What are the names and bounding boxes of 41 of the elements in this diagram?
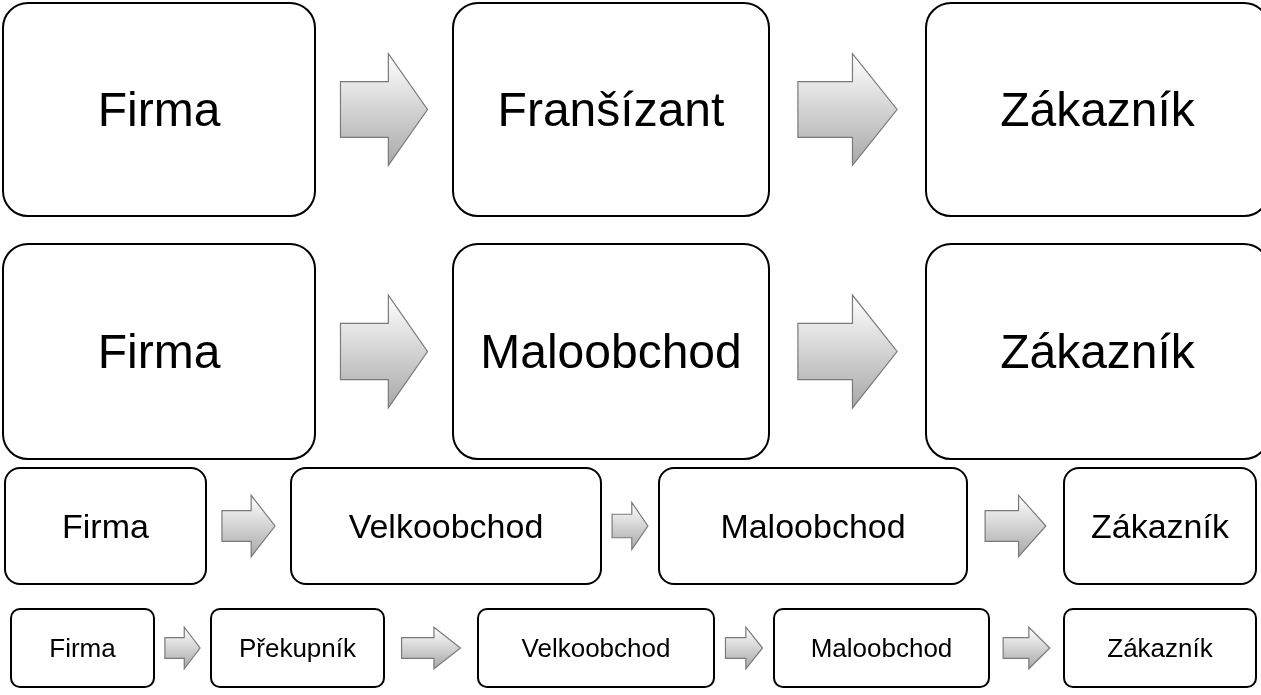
process-box xyxy=(925,2,1261,217)
box-label: Zákazník xyxy=(1000,324,1195,379)
block-arrow xyxy=(797,51,898,168)
block-arrow xyxy=(339,51,429,168)
process-box xyxy=(1063,467,1257,585)
block-arrow xyxy=(984,493,1047,559)
process-box xyxy=(10,608,155,688)
process-box xyxy=(477,608,715,688)
box-label: Firma xyxy=(62,506,149,546)
block-arrow xyxy=(797,293,898,410)
process-box xyxy=(452,2,770,217)
block-arrow xyxy=(611,500,649,552)
box-label: Překupník xyxy=(238,632,357,664)
process-box xyxy=(658,467,968,585)
process-box xyxy=(4,467,207,585)
process-box xyxy=(925,243,1261,460)
block-arrow xyxy=(724,625,764,671)
box-label: Firma xyxy=(49,632,116,664)
box-label: Velkoobchod xyxy=(348,506,544,546)
box-label: Firma xyxy=(97,82,221,137)
block-arrow xyxy=(400,625,462,671)
box-label: Zákazník xyxy=(1000,82,1195,137)
process-box xyxy=(290,467,602,585)
box-label: Maloobchod xyxy=(810,632,953,664)
box-label: Zákazník xyxy=(1091,506,1229,546)
process-box xyxy=(2,2,316,217)
block-arrow xyxy=(339,293,429,410)
block-arrow xyxy=(164,625,201,671)
box-label: Maloobchod xyxy=(480,324,742,379)
box-label: Franšízant xyxy=(497,82,725,137)
box-label: Velkoobchod xyxy=(521,632,671,664)
process-box xyxy=(452,243,770,460)
box-label: Firma xyxy=(97,324,221,379)
box-label: Maloobchod xyxy=(720,506,906,546)
box-label: Zákazník xyxy=(1107,632,1213,664)
process-box xyxy=(773,608,990,688)
process-box xyxy=(1063,608,1257,688)
process-box xyxy=(210,608,385,688)
block-arrow xyxy=(221,493,276,559)
block-arrow xyxy=(1002,625,1051,671)
process-box xyxy=(2,243,316,460)
